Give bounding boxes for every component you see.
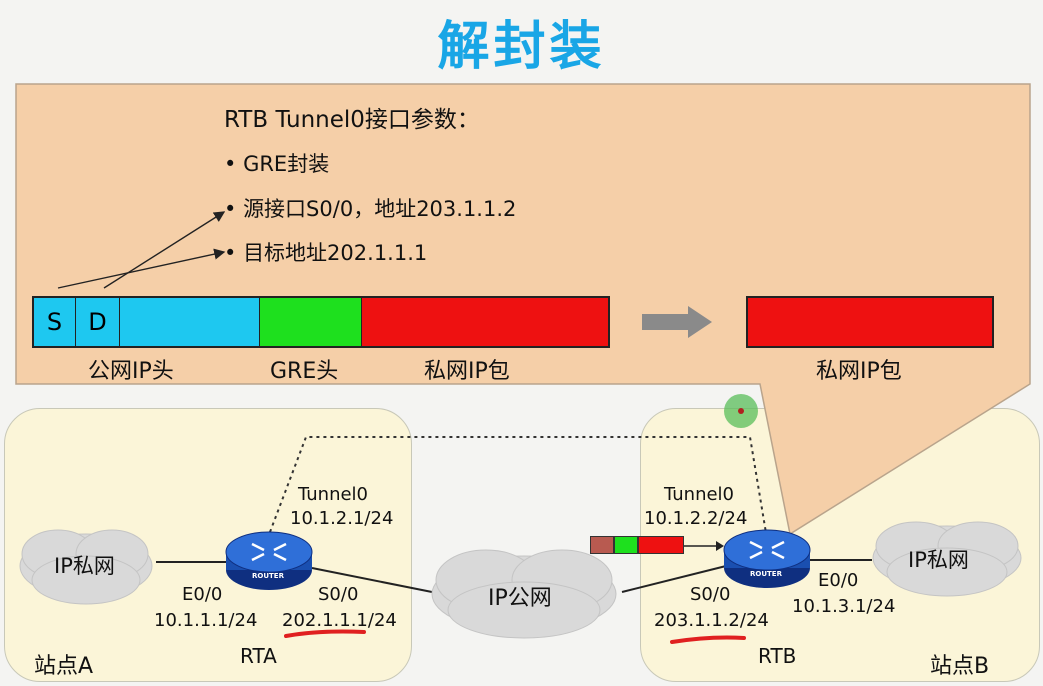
packet-gre-header xyxy=(260,298,362,346)
rta-name: RTA xyxy=(240,644,277,668)
packet-dst-field: D xyxy=(76,298,120,346)
cloud-label-public: IP公网 xyxy=(488,586,552,611)
label-public-ip-header: 公网IP头 xyxy=(88,359,174,384)
packet-private-payload xyxy=(362,298,608,346)
in-transit-packet xyxy=(590,536,684,554)
rtb-e0-name: E0/0 xyxy=(818,570,859,591)
router-rtb-badge: ROUTER xyxy=(750,570,782,578)
decapsulated-packet xyxy=(746,296,994,348)
router-rta-icon: ROUTER xyxy=(224,530,314,592)
rtb-tunnel-ip: 10.1.2.2/24 xyxy=(644,508,748,529)
cloud-private-b-icon xyxy=(872,521,1022,597)
param-destination: 目标地址202.1.1.1 xyxy=(224,237,427,267)
cloud-label-private-a: IP私网 xyxy=(54,554,115,578)
param-source: 源接口S0/0，地址203.1.1.2 xyxy=(224,193,516,223)
mini-gre-segment xyxy=(614,536,638,554)
label-result-private-ip-packet: 私网IP包 xyxy=(816,359,902,384)
packet-src-field: S xyxy=(34,298,76,346)
label-gre-header: GRE头 xyxy=(270,359,339,384)
rtb-s0-name: S0/0 xyxy=(690,584,731,605)
encapsulated-packet: S D xyxy=(32,296,610,348)
tunnel-params-heading: RTB Tunnel0接口参数： xyxy=(224,107,480,133)
site-a-label: 站点A xyxy=(34,654,94,679)
page-title: 解封装 xyxy=(437,17,606,77)
rtb-tunnel-name: Tunnel0 xyxy=(664,484,735,505)
cloud-label-private-b: IP私网 xyxy=(908,548,969,572)
rta-e0-name: E0/0 xyxy=(182,584,223,605)
rta-tunnel-ip: 10.1.2.1/24 xyxy=(290,508,394,529)
mini-private-segment xyxy=(638,536,684,554)
mini-header-segment xyxy=(590,536,614,554)
rtb-e0-ip: 10.1.3.1/24 xyxy=(792,596,896,617)
label-private-ip-packet: 私网IP包 xyxy=(424,359,510,384)
rta-e0-ip: 10.1.1.1/24 xyxy=(154,610,258,631)
rta-s0-ip: 202.1.1.1/24 xyxy=(282,610,397,631)
site-b-label: 站点B xyxy=(930,654,990,679)
param-encapsulation: GRE封装 xyxy=(224,148,329,178)
packet-public-ip-rest xyxy=(120,298,260,346)
router-rtb-icon: ROUTER xyxy=(722,528,812,590)
cloud-private-a-icon xyxy=(19,529,153,605)
rta-tunnel-name: Tunnel0 xyxy=(298,484,369,505)
rtb-s0-ip: 203.1.1.2/24 xyxy=(654,610,769,631)
transit-arrow-icon xyxy=(684,541,724,551)
cloud-public-icon xyxy=(431,549,617,639)
rtb-name: RTB xyxy=(758,644,797,668)
rta-s0-name: S0/0 xyxy=(318,584,359,605)
arrow-right-icon xyxy=(642,306,712,338)
pointer-indicator xyxy=(724,394,758,428)
router-rta-badge: ROUTER xyxy=(252,572,284,580)
